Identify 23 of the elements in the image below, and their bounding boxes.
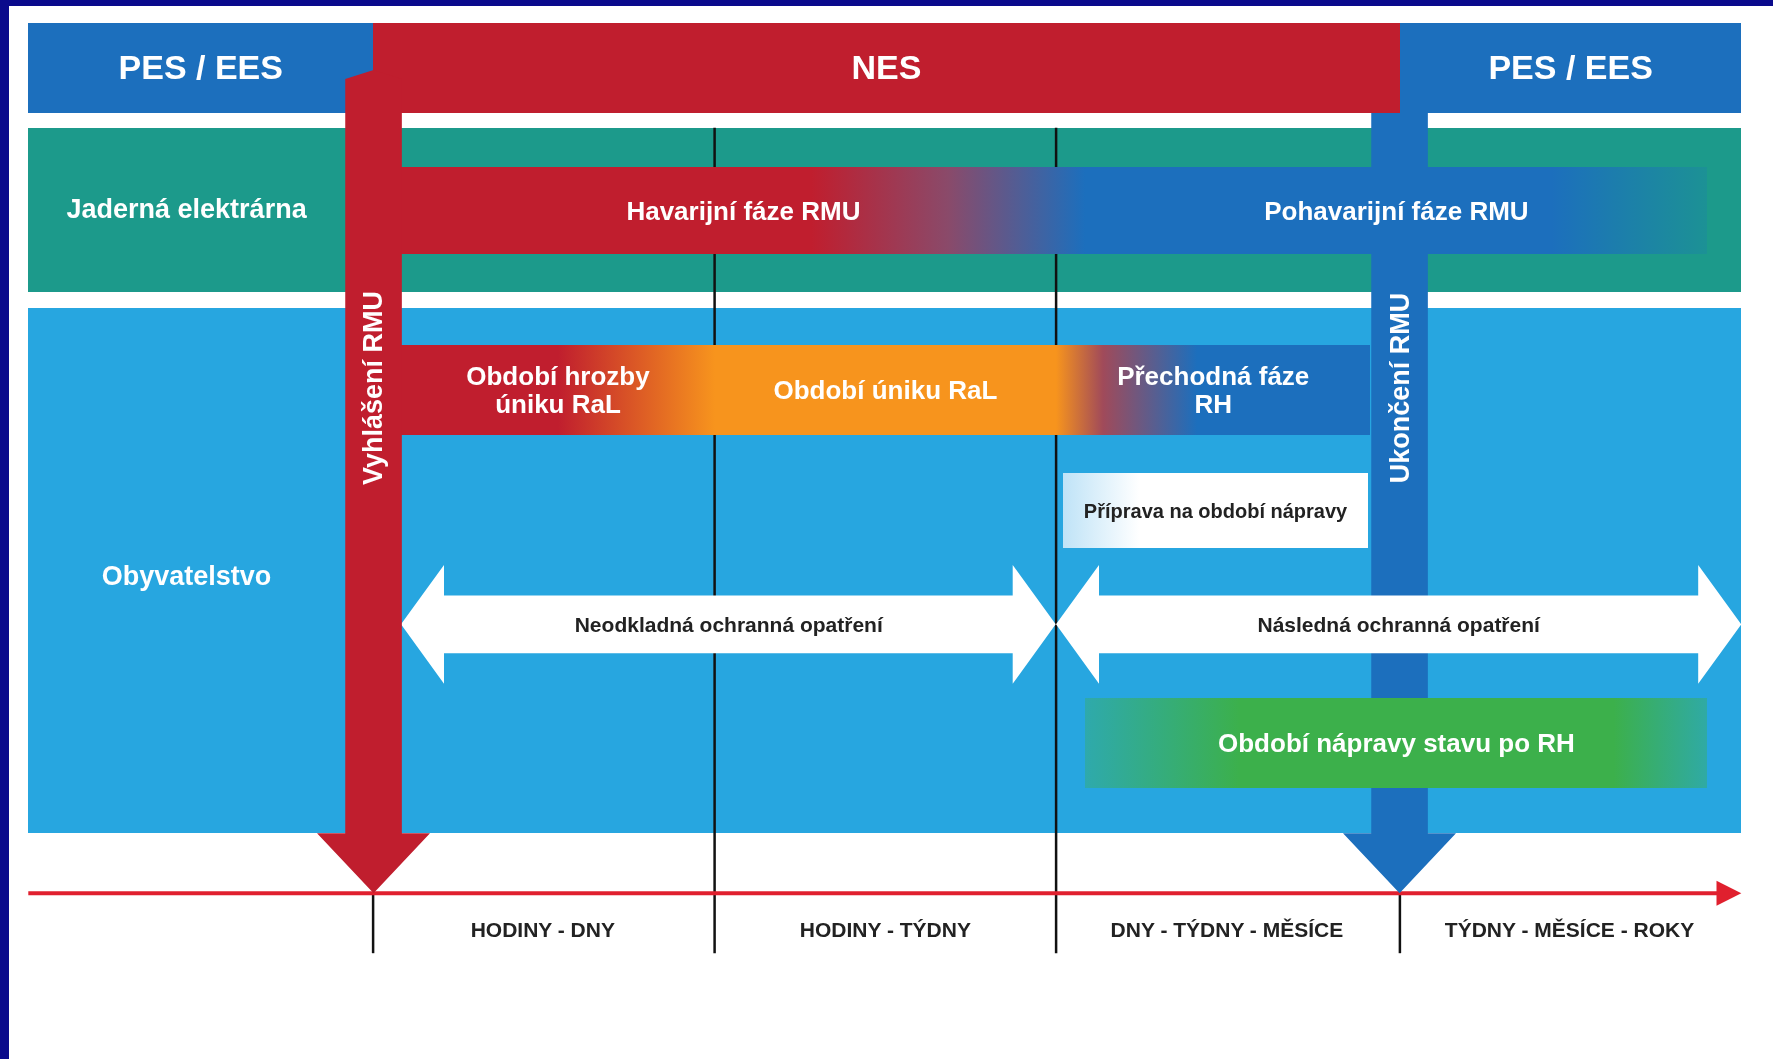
row-label: Obyvatelstvo [100,559,273,593]
time-range-label: HODINY - TÝDNY [799,917,971,942]
phase-bar: Období úniku RaL [714,344,1057,436]
time-range-label: TÝDNY - MĚSÍCE - ROKY [1444,917,1695,942]
row-label: Jaderná elektrárna [65,193,308,227]
span-banner [401,565,1057,685]
header-bar: PES / EES [28,22,374,114]
phase-bar: Příprava na období nápravy [1062,472,1369,549]
phase-bar: Pohavarijní fáze RMU [1085,167,1708,255]
time-range-label: HODINY - DNY [470,917,615,942]
arrow-label: Následná ochranná opatření [1257,612,1540,637]
phase-bar: Havarijní fáze RMU [401,167,1086,255]
header-bar: PES / EES [1399,22,1742,114]
row-band [28,127,1742,292]
span-banner [1056,565,1742,685]
arrow-label: Vyhlášení RMU [357,290,389,485]
phase-bar: Období hrozby úniku RaL [401,344,715,436]
phase-bar: Přechodná fáze RH [1056,344,1371,436]
time-range-label: DNY - TÝDNY - MĚSÍCE [1110,917,1344,942]
header-bar: NES [373,22,1400,114]
phase-bar: Období nápravy stavu po RH [1085,697,1708,789]
arrow-label: Neodkladná ochranná opatření [574,612,883,637]
arrow-label: Ukončení RMU [1384,292,1416,484]
